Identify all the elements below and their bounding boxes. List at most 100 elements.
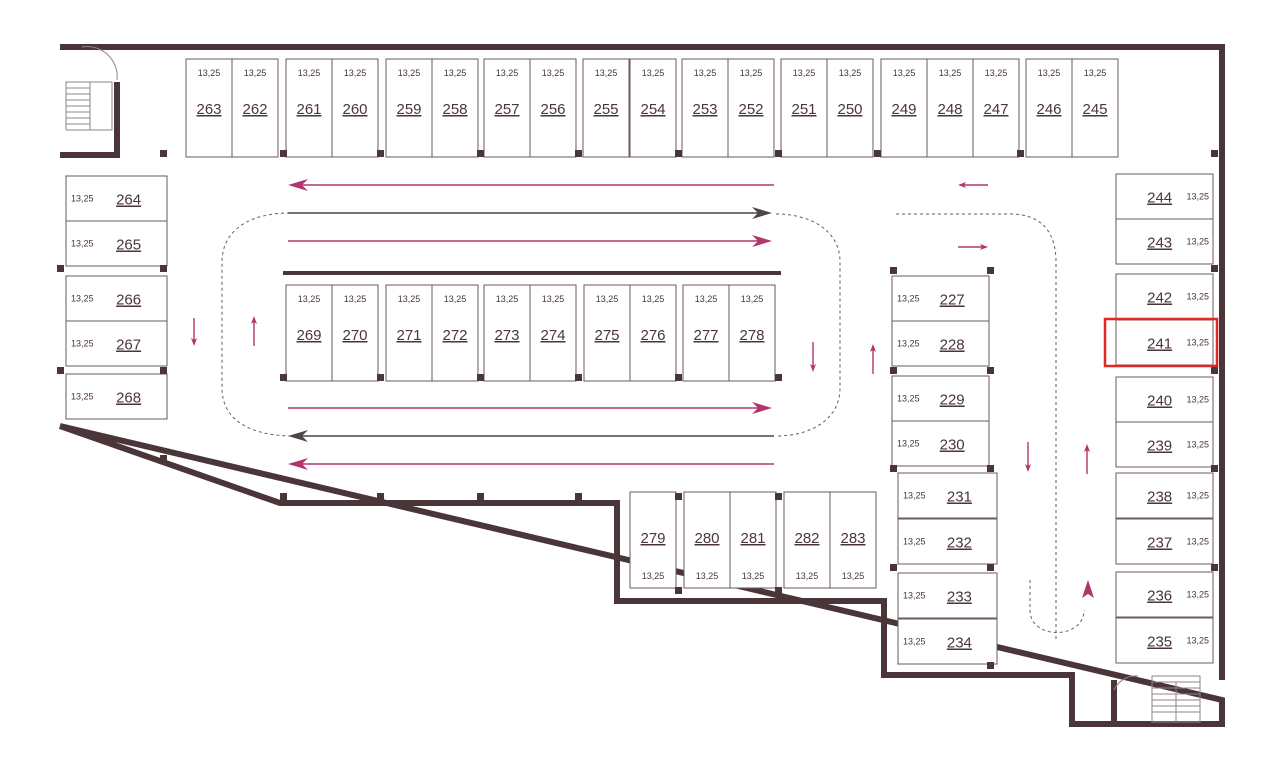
spot-outline bbox=[783, 491, 831, 589]
spot-outline bbox=[385, 284, 433, 382]
spot-outline bbox=[65, 175, 168, 222]
column-post bbox=[280, 150, 287, 157]
column-post bbox=[1211, 367, 1218, 374]
spot-area: 13,25 bbox=[741, 294, 764, 304]
spot-number: 246 bbox=[1036, 101, 1061, 118]
spot-outline bbox=[529, 58, 577, 158]
spot-area: 13,25 bbox=[695, 294, 718, 304]
spot-area: 13,25 bbox=[398, 68, 421, 78]
spot-outline bbox=[891, 420, 990, 467]
spot-number: 258 bbox=[442, 101, 467, 118]
spot-number: 256 bbox=[540, 101, 565, 118]
spot-outline bbox=[331, 284, 379, 382]
spot-area: 13,25 bbox=[1186, 636, 1209, 646]
column-post bbox=[675, 493, 682, 500]
spot-area: 13,25 bbox=[542, 68, 565, 78]
column-post bbox=[57, 367, 64, 374]
column-post bbox=[775, 150, 782, 157]
spot-area: 13,25 bbox=[740, 68, 763, 78]
column-post bbox=[160, 150, 167, 157]
spot-outline bbox=[780, 58, 828, 158]
spot-outline bbox=[629, 491, 677, 589]
spot-area: 13,25 bbox=[897, 339, 920, 349]
spot-area: 13,25 bbox=[298, 294, 321, 304]
spot-number: 275 bbox=[594, 327, 619, 344]
spot-outline bbox=[829, 491, 877, 589]
column-post bbox=[874, 150, 881, 157]
spot-area: 13,25 bbox=[897, 394, 920, 404]
spot-area: 13,25 bbox=[344, 68, 367, 78]
drive-loop-center bbox=[775, 213, 841, 437]
spot-number: 233 bbox=[947, 589, 972, 606]
spot-area: 13,25 bbox=[71, 239, 94, 249]
parking-spot-256[interactable]: 256 13,25 bbox=[529, 58, 577, 158]
column-post bbox=[775, 374, 782, 381]
stairs-bottom-right bbox=[1113, 675, 1201, 723]
spot-number: 250 bbox=[837, 101, 862, 118]
column-post bbox=[575, 493, 582, 500]
spot-number: 272 bbox=[442, 327, 467, 344]
spot-number: 238 bbox=[1147, 489, 1172, 506]
column-post bbox=[57, 265, 64, 272]
column-post bbox=[987, 267, 994, 274]
drive-loop-ramp bbox=[1029, 580, 1085, 633]
column-post bbox=[1211, 265, 1218, 272]
